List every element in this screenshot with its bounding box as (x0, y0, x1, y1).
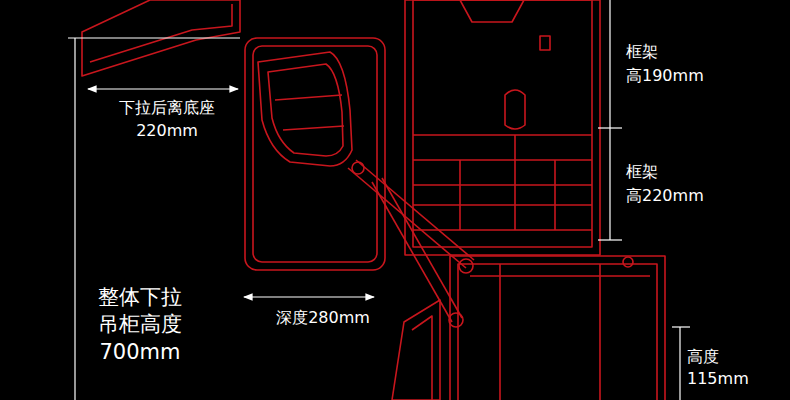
dimension-lines (68, 0, 690, 400)
dimension-label: 深度280mm (276, 308, 370, 329)
dimension-label: 整体下拉 吊柜高度 700mm (98, 284, 182, 366)
dimension-label: 高度 115mm (687, 346, 749, 391)
dimension-label: 框架 高220mm (626, 160, 704, 208)
dimension-label: 框架 高190mm (626, 40, 704, 88)
dimension-label: 下拉后离底座 220mm (119, 96, 215, 142)
cabinet-drawing (82, 0, 665, 400)
